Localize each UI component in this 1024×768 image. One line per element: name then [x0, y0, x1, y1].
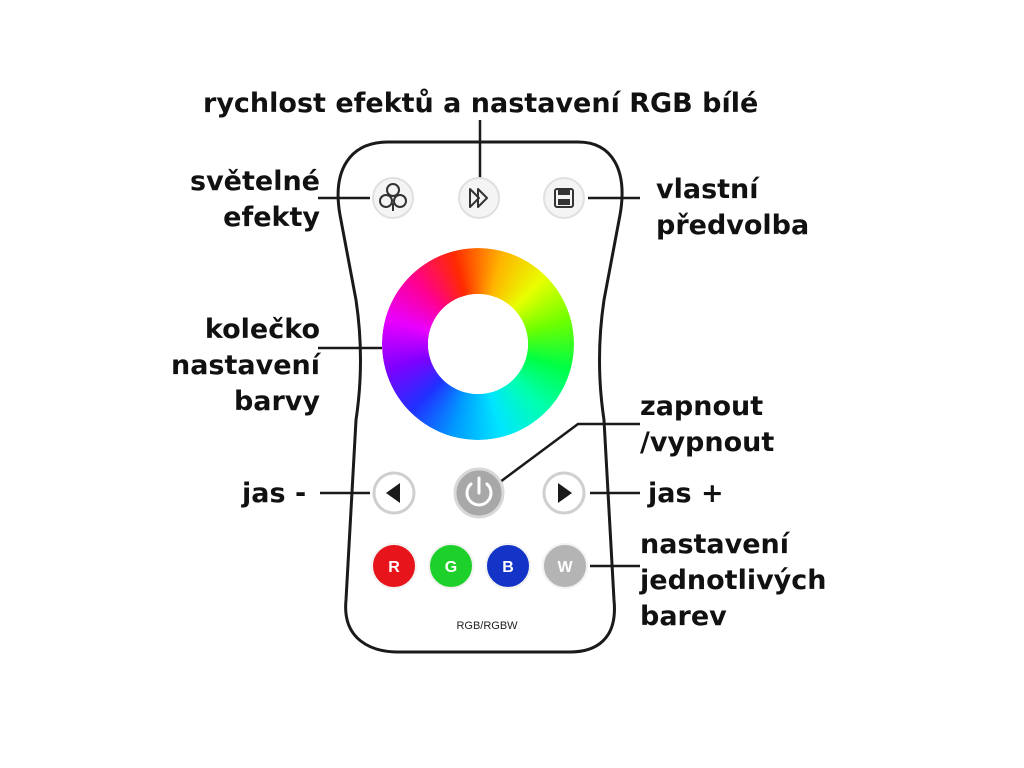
cloud-icon — [379, 183, 407, 211]
preset-button[interactable] — [543, 177, 585, 219]
speed-button[interactable] — [458, 177, 500, 219]
triangle-left-icon — [386, 483, 400, 503]
label-color-wheel: kolečko nastavení barvy — [170, 314, 320, 417]
label-power: zapnout /vypnout — [640, 391, 775, 458]
model-label: RGB/RGBW — [456, 620, 518, 632]
label-brightness-down: jas - — [242, 478, 307, 509]
label-effect-speed: rychlost efektů a nastavení RGB bílé — [203, 88, 759, 119]
floppy-disk-icon — [554, 188, 574, 208]
blue-button[interactable]: B — [485, 543, 531, 589]
green-button[interactable]: G — [428, 543, 474, 589]
triangle-right-icon — [558, 483, 572, 503]
brightness-up-button[interactable] — [542, 471, 586, 515]
callout-lines — [318, 120, 640, 568]
white-button-label: W — [557, 559, 573, 576]
power-icon — [465, 476, 493, 507]
fast-forward-icon — [469, 188, 488, 208]
remote-body — [336, 140, 624, 654]
label-custom-preset: vlastní předvolba — [656, 174, 810, 241]
label-brightness-up: jas + — [648, 478, 724, 509]
red-button-label: R — [388, 559, 400, 576]
white-button[interactable]: W — [542, 543, 588, 589]
blue-button-label: B — [502, 559, 514, 576]
red-button[interactable]: R — [371, 543, 417, 589]
power-button[interactable] — [453, 467, 505, 519]
brightness-down-button[interactable] — [372, 471, 416, 515]
label-light-effects: světelné efekty — [190, 166, 320, 233]
line-power — [499, 422, 640, 484]
label-single-colors: nastavení jednotlivých barev — [640, 529, 827, 632]
effects-button[interactable] — [372, 177, 414, 219]
green-button-label: G — [445, 559, 457, 576]
